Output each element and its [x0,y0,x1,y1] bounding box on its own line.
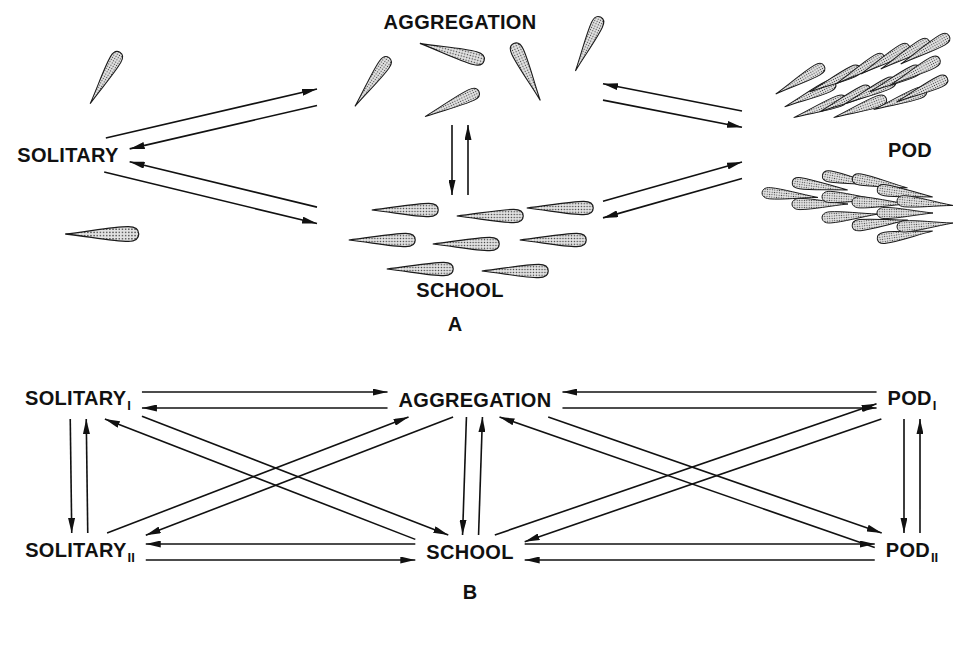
state-label: SCHOOL [426,541,513,563]
arrow-connector [562,391,876,393]
state-label-group: PODII [886,540,938,564]
fish [894,73,949,107]
fish [897,195,954,211]
fish [65,227,139,242]
state-subscript: II [128,550,135,565]
state-node: AGGREGATION [391,386,560,414]
arrow-connector [525,419,882,542]
arrow-connector [525,559,875,561]
arrow-connector [451,125,453,195]
fish [508,41,546,103]
arrow-connector [142,407,388,409]
arrow-connector [146,559,416,561]
fish [349,233,416,246]
fish [898,31,952,69]
arrow-connector [479,417,483,535]
state-node: SOLITARYI [17,384,139,416]
state-node: PODI [880,384,945,416]
arrow-connector [142,391,388,393]
state-label-group: SOLITARYI [25,388,131,412]
arrow-connector [70,419,72,533]
state-label: POD [888,139,932,161]
state-label-group: SCHOOL [426,542,513,562]
arrow-connector [146,417,453,535]
school-fish [349,201,594,277]
arrow-connector [603,100,742,127]
panel-label: A [448,314,462,334]
arrow-connector [500,417,875,548]
arrow-connector [130,105,317,148]
state-label: AGGREGATION [399,389,552,411]
state-subscript: I [933,398,937,413]
fish [423,86,482,122]
state-label: SOLITARY [25,387,126,409]
state-label: SOLITARY [17,144,118,166]
state-label-group: PODI [888,388,937,412]
arrow-connector [525,543,875,545]
fish [877,207,933,218]
arrow-connector [903,419,905,533]
fish [520,233,587,246]
state-label-group: AGGREGATION [384,12,537,32]
fish [897,217,954,232]
state-node: SOLITARYII [17,536,143,568]
fish [433,237,500,250]
pod-fish-lower [762,170,954,245]
state-label-group: SCHOOL [416,280,503,300]
pod-fish-upper [773,31,952,123]
state-label-group: POD [888,140,932,160]
state-label: POD [886,539,930,561]
arrow-connector [467,125,469,195]
arrow-connector [603,179,742,218]
arrow-connector [562,407,876,409]
arrow-connector [105,419,415,539]
arrow-connector [86,419,88,533]
fish [457,209,524,222]
state-node: AGGREGATION [320,6,600,122]
connector-group [70,84,920,560]
state-label-group: SOLITARY [17,145,118,165]
fish [482,264,549,277]
arrow-connector [104,172,317,224]
state-label-group: SOLITARYII [25,540,135,564]
state-label: AGGREGATION [384,11,537,33]
arrow-connector [495,404,877,535]
arrow-connector [107,417,408,533]
state-node: POD [745,30,953,250]
arrow-connector [603,162,742,201]
arrow-connector [463,417,467,535]
state-node: SCHOOL [320,198,600,302]
state-label: SOLITARY [25,539,126,561]
state-label-group: AGGREGATION [399,390,552,410]
state-subscript: II [931,550,938,565]
fish [418,37,486,67]
fish [792,93,848,123]
arrow-connector [142,416,448,535]
state-node: SOLITARY [9,141,126,169]
arrow-connector [919,419,921,533]
fish [773,61,827,99]
state-label: POD [888,387,932,409]
fish [372,203,439,216]
arrow-connector [603,84,742,111]
state-node: PODII [878,536,946,568]
fish [350,54,394,110]
panel-label: B [463,582,477,602]
fish [85,49,125,106]
state-label: SCHOOL [416,279,503,301]
fish [387,262,454,275]
arrow-connector [146,543,416,545]
fish [570,15,606,74]
arrow-connector [130,162,317,207]
state-subscript: I [127,398,131,413]
fish [527,201,594,214]
state-node: SCHOOL [418,538,521,566]
